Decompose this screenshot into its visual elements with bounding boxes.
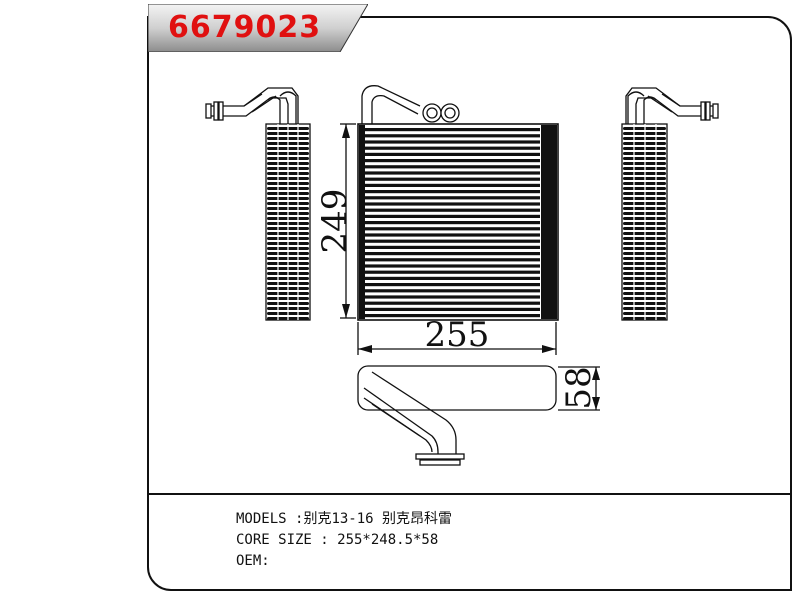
card-divider <box>147 493 792 495</box>
tube <box>364 307 540 311</box>
tube <box>364 128 540 132</box>
tube <box>364 190 540 194</box>
dimension-arrows <box>342 124 600 410</box>
tube <box>364 289 540 293</box>
top-view <box>357 365 557 466</box>
spec-text: MODELS :别克13-16 别克昂科雷 CORE SIZE : 255*24… <box>236 509 452 572</box>
models-label: MODELS <box>236 511 287 527</box>
tube <box>364 276 540 280</box>
tube <box>364 258 540 262</box>
tube <box>364 227 540 231</box>
right-fin-stack <box>623 124 666 320</box>
tube <box>364 314 540 318</box>
dimension-depth-label: 58 <box>559 366 599 409</box>
tube <box>364 140 540 144</box>
tube <box>364 283 540 287</box>
tube <box>364 301 540 305</box>
core-size-label: CORE SIZE <box>236 532 312 548</box>
left-fin-stack <box>267 124 309 320</box>
tube <box>364 183 540 187</box>
tube <box>364 171 540 175</box>
tube <box>364 134 540 138</box>
tube <box>364 264 540 268</box>
header-tank-left <box>359 125 365 319</box>
part-number-tab <box>148 4 368 52</box>
models-value: :别克13-16 别克昂科雷 <box>295 511 453 527</box>
tube <box>364 177 540 181</box>
tube <box>364 295 540 299</box>
oem-line: OEM: <box>236 551 452 572</box>
tube <box>364 146 540 150</box>
oem-label: OEM: <box>236 553 270 569</box>
front-tube-array <box>359 125 557 319</box>
models-line: MODELS :别克13-16 别克昂科雷 <box>236 509 452 530</box>
tube <box>364 245 540 249</box>
dimension-width-label: 255 <box>425 315 490 355</box>
tube <box>364 165 540 169</box>
header-tank-right <box>541 125 557 319</box>
tube <box>364 221 540 225</box>
tube <box>364 152 540 156</box>
dimension-height-label: 249 <box>315 189 355 254</box>
tube <box>364 214 540 218</box>
tube <box>364 196 540 200</box>
tube <box>364 252 540 256</box>
part-number: 6679023 <box>168 10 322 45</box>
tube <box>364 208 540 212</box>
tube <box>364 202 540 206</box>
tube <box>364 233 540 237</box>
tube <box>364 159 540 163</box>
core-size-value: : 255*248.5*58 <box>311 532 439 548</box>
core-size-line: CORE SIZE : 255*248.5*58 <box>236 530 452 551</box>
tube <box>364 239 540 243</box>
tube <box>364 270 540 274</box>
